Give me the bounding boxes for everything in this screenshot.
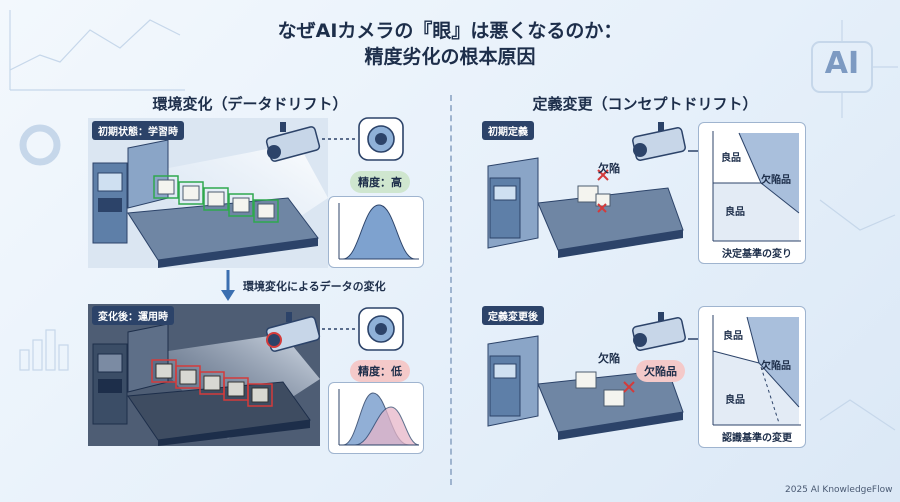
tag-initial-definition: 初期定義 <box>482 121 534 140</box>
footer-credit: 2025 AI KnowledgeFlow <box>785 485 893 495</box>
distribution-chart-initial <box>328 196 424 268</box>
conveyor-scene-initial-definition <box>487 157 684 258</box>
defect-product-pill: 欠陥品 <box>636 360 685 382</box>
background-donut-icon <box>19 124 61 166</box>
camera-icon-warning <box>265 312 321 352</box>
page-title-line1: なぜAIカメラの『眼』は悪くなるのか： <box>277 20 623 42</box>
region-good-bottom: 良品 <box>725 395 745 406</box>
decision-chart-initial: 良品 欠陥品 良品 決定基準の変り <box>698 122 806 264</box>
connector-line <box>322 328 358 330</box>
left-section-title: 環境変化（データドリフト） <box>152 95 348 113</box>
region-good-top: 良品 <box>723 331 743 342</box>
connector-line <box>322 138 358 140</box>
ai-badge: AI <box>824 46 860 81</box>
camera-icon <box>632 122 686 161</box>
camera-icon <box>265 122 321 162</box>
chart-caption: 決定基準の変り <box>722 249 792 260</box>
conveyor-scene-changed <box>88 304 320 446</box>
conveyor-scene-changed-definition <box>487 335 684 440</box>
tag-changed-definition: 定義変更後 <box>482 306 544 325</box>
center-divider <box>450 95 452 485</box>
accuracy-high-pill: 精度：高 <box>350 171 410 193</box>
decision-chart-changed: 良品 欠陥品 良品 認識基準の変更 <box>698 306 806 448</box>
defect-label: 欠陥 <box>598 162 620 175</box>
region-defect: 欠陥品 <box>761 175 791 186</box>
down-arrow-icon <box>221 270 235 301</box>
region-defect: 欠陥品 <box>761 361 791 372</box>
arrow-label: 環境変化によるデータの変化 <box>243 280 386 293</box>
detection-box-green <box>153 175 179 199</box>
eye-lens-icon <box>358 307 404 351</box>
background-line-graph <box>9 19 181 71</box>
right-section-title: 定義変更（コンセプトドリフト） <box>532 95 758 113</box>
region-good-bottom: 良品 <box>725 207 745 218</box>
tag-changed-state: 変化後：運用時 <box>92 306 174 325</box>
page-title-line2: 精度劣化の根本原因 <box>364 46 536 68</box>
camera-icon <box>632 312 686 351</box>
eye-lens-icon <box>358 117 404 161</box>
tag-initial-state: 初期状態：学習時 <box>92 121 184 140</box>
region-good-top: 良品 <box>721 153 741 164</box>
chart-caption: 認識基準の変更 <box>722 433 792 444</box>
distribution-chart-changed <box>328 382 424 454</box>
defect-label: 欠陥 <box>598 352 620 365</box>
accuracy-low-pill: 精度：低 <box>350 360 410 382</box>
